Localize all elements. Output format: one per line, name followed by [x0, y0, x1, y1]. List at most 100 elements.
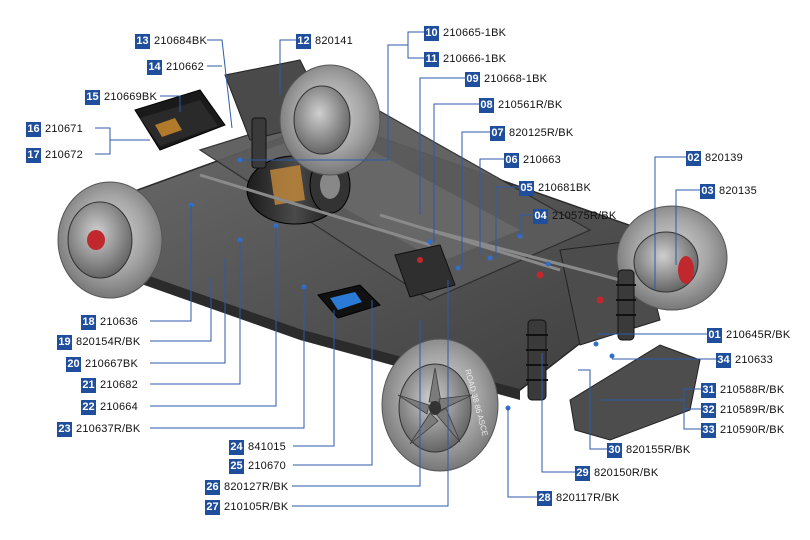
part-number: 820150R/BK — [594, 467, 659, 479]
part-number: 210670 — [248, 460, 286, 472]
part-number: 210590R/BK — [720, 424, 785, 436]
part-number: 210589R/BK — [720, 404, 785, 416]
part-number: 210665-1BK — [443, 27, 507, 39]
callout-07: 07 820125R/BK — [490, 125, 573, 141]
leader-line-22 — [150, 226, 277, 407]
leader-lines — [95, 31, 716, 507]
leader-line-05 — [495, 186, 519, 258]
receiver-box — [317, 284, 381, 319]
part-number: 210588R/BK — [720, 384, 785, 396]
leader-line-27 — [292, 280, 449, 507]
callout-number: 03 — [700, 183, 715, 199]
front-lower-arm — [569, 344, 701, 441]
callout-number: 10 — [424, 25, 439, 41]
callout-number: 33 — [701, 422, 716, 438]
front-right-wheel — [616, 205, 728, 311]
callout-number: 18 — [81, 314, 96, 330]
part-number: 210637R/BK — [76, 423, 141, 435]
callout-number: 27 — [205, 499, 220, 515]
leader-line-33 — [683, 400, 701, 430]
callout-26: 26 820127R/BK — [205, 479, 288, 495]
callout-number: 01 — [707, 327, 722, 343]
part-number: 820141 — [315, 35, 353, 47]
part-number: 210669BK — [104, 91, 157, 103]
callout-number: 14 — [147, 59, 162, 75]
leader-line-08 — [433, 103, 479, 242]
leader-line-03 — [675, 189, 700, 265]
part-number: 820139 — [705, 152, 743, 164]
part-number: 210681BK — [538, 182, 591, 194]
callout-03: 03 820135 — [700, 183, 757, 199]
leader-line-21 — [150, 240, 241, 385]
part-number: 820135 — [719, 185, 757, 197]
callout-01: 01 210645R/BK — [707, 327, 790, 343]
callout-number: 32 — [701, 402, 716, 418]
callout-number: 30 — [607, 442, 622, 458]
callout-18: 18 210636 — [81, 314, 138, 330]
callout-number: 28 — [537, 490, 552, 506]
part-number: 210575R/BK — [552, 210, 617, 222]
callout-06: 06 210663 — [504, 152, 561, 168]
callout-number: 34 — [716, 352, 731, 368]
callout-20: 20 210667BK — [66, 356, 138, 372]
callout-25: 25 210670 — [229, 458, 286, 474]
part-number: 210105R/BK — [224, 501, 289, 513]
callout-number: 13 — [135, 33, 150, 49]
callout-21: 21 210682 — [81, 377, 138, 393]
front-left-wheel: ROAD 38 86 ASCE — [381, 338, 499, 472]
callout-number: 21 — [81, 377, 96, 393]
callout-30: 30 820155R/BK — [607, 442, 690, 458]
callout-16: 16 210671 — [26, 121, 83, 137]
callout-number: 25 — [229, 458, 244, 474]
callout-number: 07 — [490, 125, 505, 141]
callout-33: 33 210590R/BK — [701, 422, 784, 438]
callout-34: 34 210633 — [716, 352, 773, 368]
callout-number: 19 — [57, 334, 72, 350]
leader-line-23 — [150, 287, 305, 429]
leader-line-11 — [242, 44, 424, 161]
callout-12: 12 820141 — [296, 33, 353, 49]
callout-27: 27 210105R/BK — [205, 499, 288, 515]
callout-04: 04 210575R/BK — [533, 208, 616, 224]
callout-number: 17 — [26, 147, 41, 163]
callout-number: 06 — [504, 152, 519, 168]
callout-02: 02 820139 — [686, 150, 743, 166]
callout-number: 16 — [26, 121, 41, 137]
callout-number: 05 — [519, 180, 534, 196]
part-number: 210672 — [45, 149, 83, 161]
callout-number: 04 — [533, 208, 548, 224]
part-number: 210682 — [100, 379, 138, 391]
part-number: 841015 — [248, 441, 286, 453]
part-number: 210645R/BK — [726, 329, 791, 341]
callout-05: 05 210681BK — [519, 180, 591, 196]
part-number: 210633 — [735, 354, 773, 366]
esc-unit — [134, 89, 226, 151]
leader-line-29 — [541, 353, 575, 473]
callout-number: 08 — [479, 97, 494, 113]
leader-line-15 — [160, 95, 181, 112]
callout-number: 12 — [296, 33, 311, 49]
callout-09: 09 210668-1BK — [465, 71, 547, 87]
leader-line-31 — [600, 388, 701, 401]
leader-line-30 — [578, 369, 607, 450]
part-number: 820117R/BK — [556, 492, 620, 504]
callout-number: 11 — [424, 51, 439, 67]
callout-number: 20 — [66, 356, 81, 372]
part-number: 210662 — [166, 61, 204, 73]
leader-line-16 — [95, 127, 150, 141]
leader-line-13 — [207, 39, 233, 129]
part-number: 820155R/BK — [626, 444, 691, 456]
callout-32: 32 210589R/BK — [701, 402, 784, 418]
leader-line-28 — [507, 408, 537, 498]
part-number: 210664 — [100, 401, 138, 413]
leader-line-12 — [279, 39, 296, 95]
callout-13: 13 210684BK — [135, 33, 207, 49]
rear-right-wheel — [279, 64, 381, 176]
callout-11: 11 210666-1BK — [424, 51, 506, 67]
callout-14: 14 210662 — [147, 59, 204, 75]
callout-23: 23 210637R/BK — [57, 421, 140, 437]
part-number: 820125R/BK — [509, 127, 574, 139]
part-number: 820127R/BK — [224, 481, 289, 493]
callout-28: 28 820117R/BK — [537, 490, 620, 506]
